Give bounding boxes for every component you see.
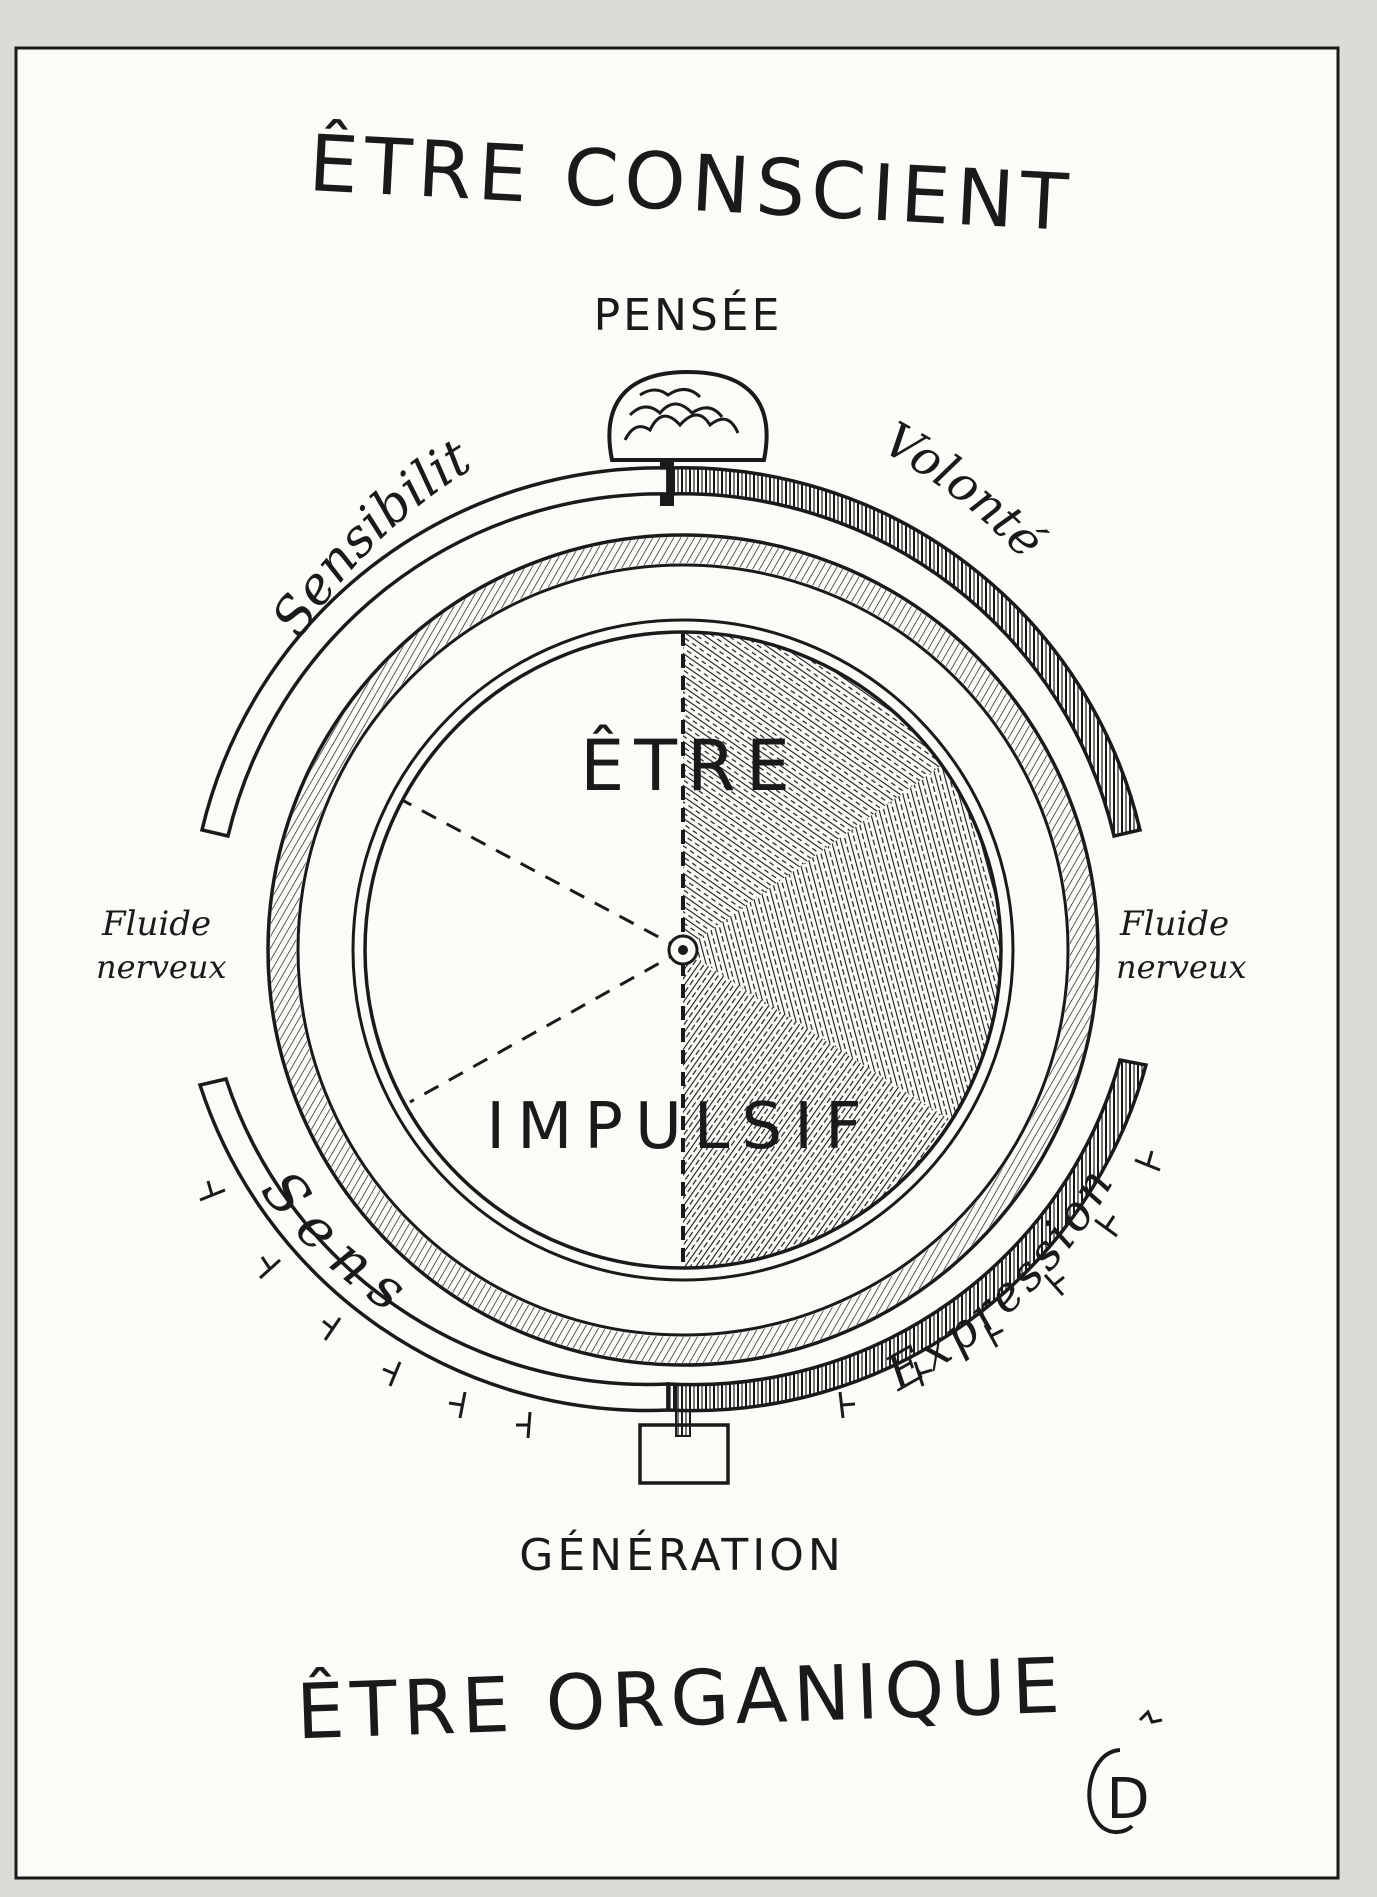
label-impulsif: IMPULSIF — [486, 1090, 874, 1164]
band-expression — [666, 1057, 1149, 1413]
nerve-ring — [266, 533, 1100, 1367]
label-nerveux-right: nerveux — [1116, 948, 1247, 986]
label-pensee: PENSÉE — [594, 288, 783, 341]
band-volonte — [666, 466, 1143, 839]
monogram: D — [1087, 1709, 1163, 1834]
band-sensibilite — [199, 466, 670, 839]
svg-text:D: D — [1106, 1767, 1149, 1832]
label-etre-center: ÊTRE — [580, 725, 800, 807]
nerve-endings — [199, 1150, 1161, 1439]
label-generation: GÉNÉRATION — [519, 1528, 844, 1581]
label-fluide-right: Fluide — [1119, 904, 1229, 944]
generation-stub — [638, 1383, 730, 1485]
label-fluide-left: Fluide — [101, 904, 211, 944]
label-nerveux-left: nerveux — [96, 948, 227, 986]
inner-disk — [363, 630, 1003, 1270]
